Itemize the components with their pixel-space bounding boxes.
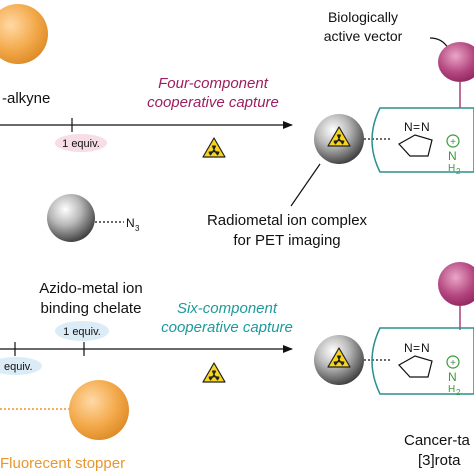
ammonium-h-top: H [448, 163, 455, 174]
azide-sub: 3 [135, 224, 140, 233]
radiation-icon [202, 137, 226, 158]
cancer-label-line1: Cancer-ta [404, 432, 471, 449]
four-component-label-line2: cooperative capture [147, 94, 279, 111]
ammonium-charge-bottom [446, 355, 460, 369]
equiv-badge-bottom-b [0, 357, 42, 375]
cancer-label-line2: [3]rota [418, 452, 461, 469]
six-component-label-line1: Six-component [177, 300, 278, 317]
triazole-n2: N [421, 341, 430, 355]
triazole-eq: = [413, 341, 420, 355]
vector-ellipse-icon [438, 42, 474, 82]
ammonium-charge-top [446, 134, 460, 148]
plus-top: + [450, 137, 456, 148]
vector-label-line2: active vector [324, 28, 403, 44]
chelate-label-line1: Azido-metal ion [39, 280, 142, 297]
four-component-label-line1: Four-component [158, 75, 269, 92]
vector-pointer-line [429, 37, 449, 49]
equiv-badge-top [55, 134, 107, 152]
radiation-icon [202, 362, 226, 383]
vector-ellipse-icon [438, 262, 474, 306]
plus-bottom: + [450, 358, 456, 369]
ammonium-sub-bottom: 2 [456, 388, 461, 397]
equiv-top-label: 1 equiv. [62, 138, 100, 150]
radiometal-label-line2: for PET imaging [233, 232, 340, 249]
equiv-bottom-b-label: equiv. [4, 361, 33, 373]
equiv-bottom-a-label: 1 equiv. [63, 326, 101, 338]
stopper-label: Fluorecent stopper [0, 455, 125, 472]
chelate-sphere-icon [47, 194, 95, 242]
triazole-n1: N [404, 341, 413, 355]
triazole-n2: N [421, 120, 430, 134]
vector-label-line1: Biologically [328, 9, 398, 25]
equiv-badge-bottom-a [55, 321, 109, 341]
ammonium-h-bottom: H [448, 384, 455, 395]
triazole-n1: N [404, 120, 413, 134]
stopper-sphere-icon [0, 4, 48, 64]
radiometal-pointer-line [290, 163, 321, 207]
macrocycle-icon [371, 327, 474, 395]
triazole-eq: = [413, 120, 420, 134]
chelate-label-line2: binding chelate [41, 300, 142, 317]
macrocycle-icon [371, 107, 474, 173]
ammonium-n-bottom: N [448, 370, 457, 384]
alkyne-label: -alkyne [2, 90, 50, 107]
stopper-sphere-icon [69, 380, 129, 440]
six-component-label-line2: cooperative capture [161, 319, 293, 336]
triazole-ring-top [398, 134, 433, 157]
triazole-ring-bottom [398, 355, 433, 378]
ammonium-sub-top: 2 [456, 167, 461, 176]
ammonium-n-top: N [448, 149, 457, 163]
azide-label: N [126, 216, 135, 230]
radiometal-label-line1: Radiometal ion complex [207, 212, 368, 229]
